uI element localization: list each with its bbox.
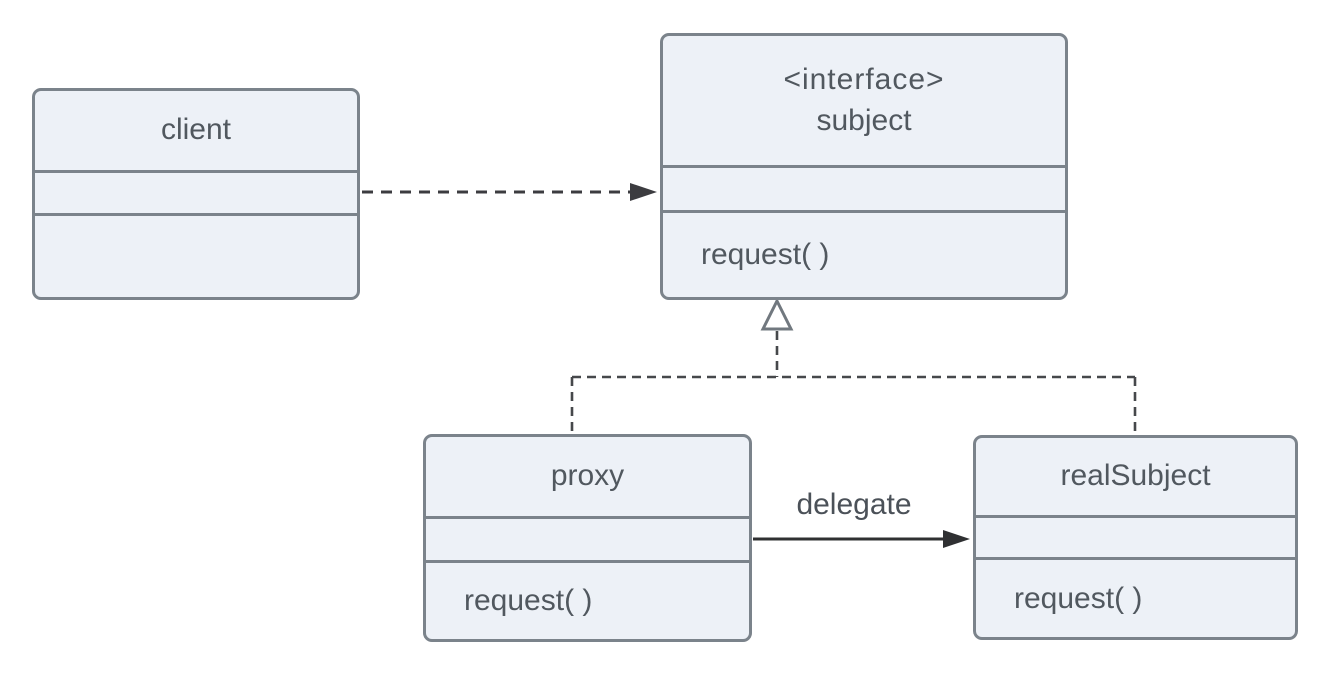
class-box-client: client: [32, 88, 360, 300]
realsubject-method-label: request( ): [1014, 581, 1143, 615]
class-name-realsubject-label: realSubject: [1060, 459, 1211, 493]
dependency-arrow-client-to-subject: [362, 183, 657, 201]
subject-method-label: request( ): [701, 238, 830, 271]
proxy-methods-compartment: request( ): [426, 560, 749, 639]
proxy-attributes-compartment: [426, 516, 749, 560]
client-attributes-compartment: [35, 170, 357, 213]
class-name-subject-label: subject: [816, 103, 912, 137]
class-box-realsubject: realSubject request( ): [973, 435, 1298, 640]
class-name-realsubject: realSubject: [976, 438, 1295, 515]
class-name-client-label: client: [160, 113, 232, 147]
delegate-arrowhead: [943, 530, 970, 548]
subject-stereotype-label: <interface>: [783, 63, 945, 96]
class-name-proxy-label: proxy: [550, 459, 625, 493]
delegate-arrow: [753, 530, 970, 548]
proxy-method-label: request( ): [464, 584, 593, 617]
dependency-arrowhead: [630, 183, 657, 201]
class-name-client: client: [35, 91, 357, 170]
realization-triangle: [760, 297, 794, 331]
realsubject-methods-compartment: request( ): [976, 557, 1295, 637]
subject-methods-compartment: request( ): [663, 210, 1065, 297]
realsubject-attributes-compartment: [976, 515, 1295, 557]
realization-lines: [570, 331, 1137, 433]
class-box-subject: <interface> subject request( ): [660, 33, 1068, 300]
class-name-subject: <interface> subject: [663, 36, 1065, 165]
client-methods-compartment: [35, 213, 357, 297]
delegate-edge-label: delegate: [796, 488, 912, 521]
subject-attributes-compartment: [663, 165, 1065, 210]
class-name-proxy: proxy: [426, 437, 749, 516]
class-box-proxy: proxy request( ): [423, 434, 752, 642]
